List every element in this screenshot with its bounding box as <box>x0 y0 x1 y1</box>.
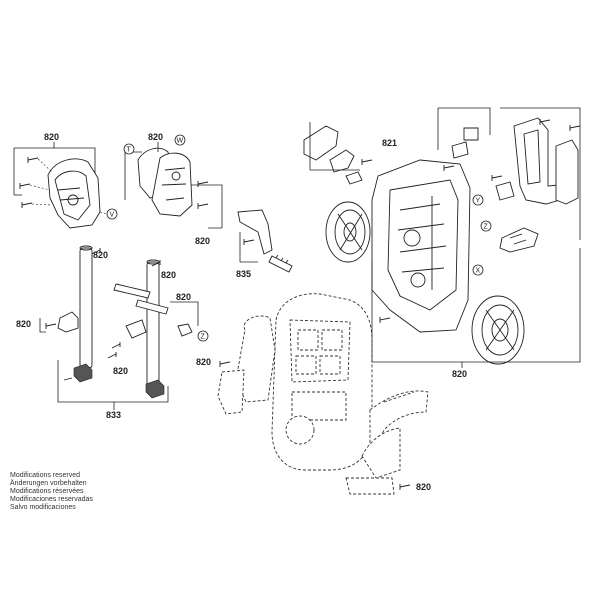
screw <box>443 165 455 171</box>
screw <box>197 181 209 187</box>
part-number-label: 820 <box>452 369 467 379</box>
view-marker-w: W <box>174 134 186 146</box>
screw <box>569 125 581 131</box>
cable-hook-frame <box>500 107 581 240</box>
rear-frame-assembly <box>325 159 525 365</box>
screw <box>107 352 117 359</box>
main-housing-body <box>217 293 429 495</box>
tube-screw <box>91 248 161 267</box>
handle-housing-halves <box>124 147 223 229</box>
part-number-label: 820 <box>148 132 163 142</box>
part-number-label: 820 <box>196 357 211 367</box>
part-number-label: 820 <box>16 319 31 329</box>
svg-text:Y: Y <box>476 198 481 205</box>
screw <box>399 484 411 490</box>
part-number-label: 820 <box>195 236 210 246</box>
assembly-bracket <box>371 248 581 363</box>
part-number-label: 820 <box>176 292 191 302</box>
screw <box>19 183 31 189</box>
hose-holder-bracket <box>499 227 539 253</box>
note-line: Modifications reserved <box>10 472 81 479</box>
part-number-label: 835 <box>236 269 251 279</box>
frame-connector-clips <box>303 122 373 185</box>
svg-text:V: V <box>110 212 115 219</box>
view-marker-z-right: Z <box>480 220 492 232</box>
view-marker-v: V <box>99 208 118 220</box>
part-number-label: 820 <box>161 270 176 280</box>
screw <box>45 323 57 329</box>
tube-end-cap <box>73 363 93 383</box>
spray-gun-trigger-part <box>237 209 293 273</box>
part-number-label: 821 <box>382 138 397 148</box>
view-marker-y: Y <box>472 194 484 206</box>
part-number-label: 820 <box>416 482 431 492</box>
tube-end-cap <box>145 379 165 399</box>
svg-text:X: X <box>476 268 481 275</box>
handle-tube-left <box>79 245 93 369</box>
left-housing-shell <box>13 147 101 229</box>
svg-text:W: W <box>177 138 184 145</box>
tube-clamp-left <box>39 311 79 333</box>
screw <box>111 342 121 349</box>
screw <box>243 239 255 245</box>
screw <box>197 203 209 209</box>
note-line: Salvo modificaciones <box>10 504 76 511</box>
view-marker-t: T <box>123 143 135 155</box>
wheel-left <box>325 201 371 263</box>
handle-tube-right <box>146 259 160 393</box>
latch-parts <box>437 107 515 201</box>
svg-text:Z: Z <box>484 224 489 231</box>
part-number-label: 820 <box>113 366 128 376</box>
note-line: Änderungen vorbehalten <box>10 480 87 487</box>
part-number-label: 820 <box>44 132 59 142</box>
screw <box>491 175 503 181</box>
note-line: Modificaciones reservadas <box>10 496 93 503</box>
screw <box>539 119 551 125</box>
screw <box>219 361 231 367</box>
wheel-right <box>471 295 525 365</box>
part-number-label: 833 <box>106 410 121 420</box>
assembly-bracket <box>57 360 169 403</box>
view-marker-z-left: Z <box>197 330 209 342</box>
screw <box>361 159 373 165</box>
view-marker-x: X <box>472 264 484 276</box>
svg-text:T: T <box>127 147 132 154</box>
part-number-label: 820 <box>93 250 108 260</box>
screw <box>21 202 33 208</box>
note-line: Modifications réservées <box>10 488 84 495</box>
svg-text:Z: Z <box>201 334 206 341</box>
screw <box>27 157 39 163</box>
mounting-brackets <box>107 283 199 359</box>
screw <box>379 317 391 323</box>
